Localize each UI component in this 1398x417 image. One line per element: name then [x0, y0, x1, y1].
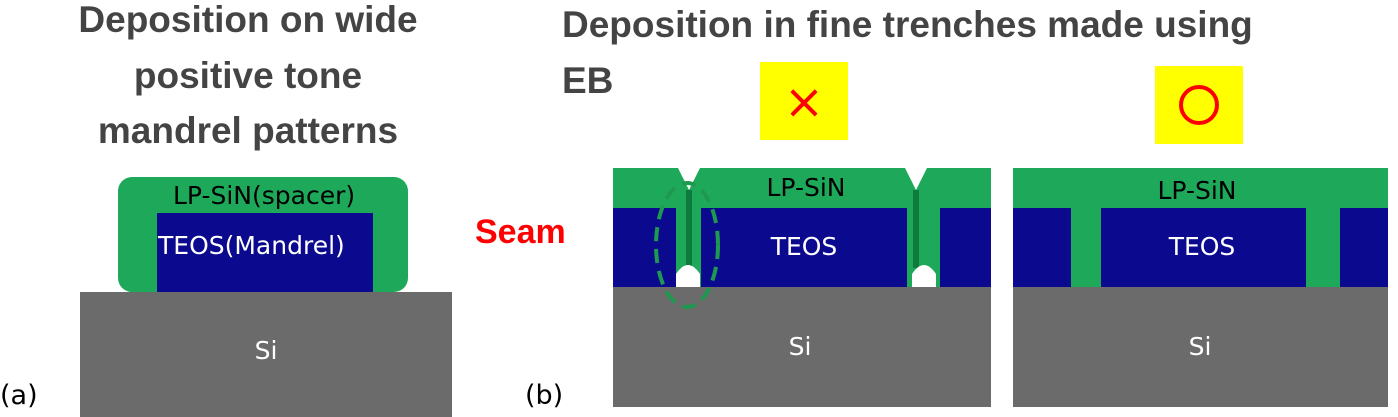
teos-block-left-edge: [613, 208, 676, 287]
panel-b-left-structure: × LP-SiN TEOS Si: [613, 62, 991, 407]
panel-b-left-silicon-substrate: [613, 287, 991, 407]
panel-b: Deposition in fine trenches made using E…: [475, 4, 1388, 411]
pass-mark-box: [1155, 66, 1243, 144]
panel-b-title-line-2: EB: [562, 60, 613, 101]
void-right: [912, 265, 936, 287]
panel-a-spacer-label: LP-SiN(spacer): [173, 181, 355, 210]
teos-block-right-panel-left: [1013, 208, 1071, 287]
seam-line-left: [686, 190, 692, 268]
panel-b-right-structure: ○ LP-SiN TEOS Si: [1013, 66, 1388, 407]
panel-a-title-line-3: mandrel patterns: [98, 110, 398, 151]
panel-a-title-line-1: Deposition on wide: [78, 0, 417, 40]
panel-b-left-substrate-label: Si: [789, 332, 812, 361]
panel-a: Deposition on wide positive tone mandrel…: [0, 0, 452, 417]
fail-cross-icon: ×: [784, 74, 824, 130]
teos-block-right-panel-center: [1101, 208, 1306, 287]
teos-block-right-panel-right: [1340, 208, 1388, 287]
panel-b-right-film-label: LP-SiN: [1158, 176, 1237, 205]
panel-a-silicon-substrate: [80, 292, 452, 417]
seam-line-right: [913, 190, 919, 268]
panel-a-label: (a): [0, 380, 38, 411]
panel-a-substrate-label: Si: [255, 336, 278, 365]
panel-b-right-silicon-substrate: [1013, 287, 1388, 407]
panel-a-teos-mandrel: [157, 213, 373, 292]
seam-highlight-circle: [654, 181, 720, 309]
panel-b-label: (b): [525, 380, 563, 411]
teos-block-right-edge: [940, 208, 991, 287]
panel-b-left-mandrel-label: TEOS: [770, 232, 838, 261]
panel-a-title-line-2: positive tone: [134, 55, 362, 96]
pass-circle-icon: [1179, 85, 1219, 125]
panel-b-title-line-1: Deposition in fine trenches made using: [562, 4, 1253, 45]
panel-b-right-mandrel-label: TEOS: [1168, 232, 1236, 261]
teos-block-center: [701, 208, 907, 287]
fail-mark-box: [760, 62, 848, 140]
panel-b-left-film-label: LP-SiN: [767, 173, 846, 202]
panel-a-mandrel-label: TEOS(Mandrel): [157, 231, 345, 260]
seam-label: Seam: [475, 213, 566, 251]
void-left: [676, 265, 700, 287]
panel-b-right-substrate-label: Si: [1189, 332, 1212, 361]
